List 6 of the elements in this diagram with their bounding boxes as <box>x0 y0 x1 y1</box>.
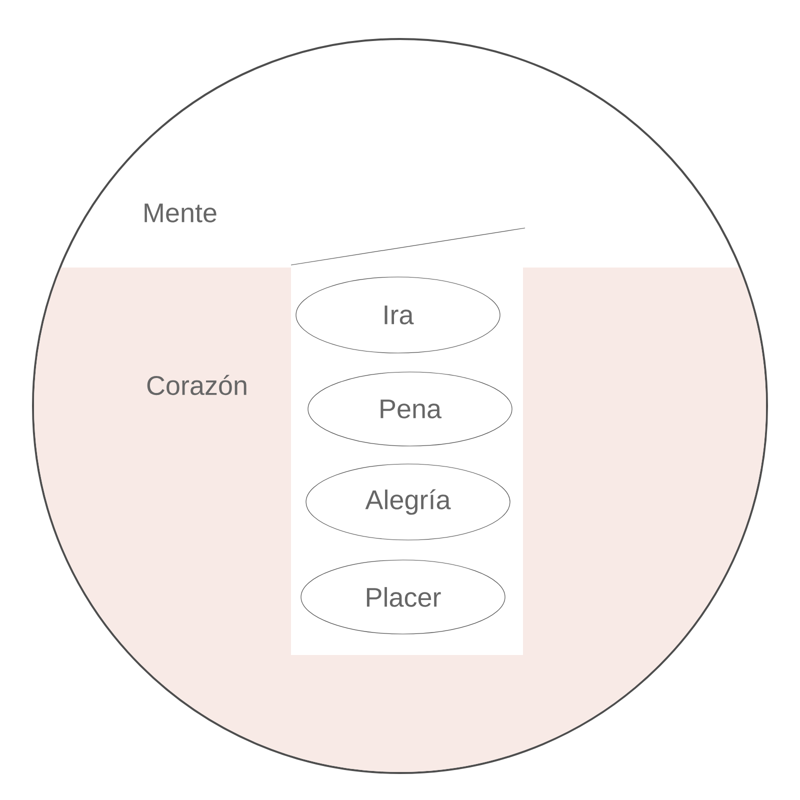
ellipse-node: Ira <box>296 276 500 354</box>
region-label: Corazón <box>147 374 246 396</box>
ellipse-node: Alegría <box>306 464 510 540</box>
ellipse-node: Pena <box>308 372 512 446</box>
region-label: Mente <box>144 204 216 222</box>
ellipse-node: Placer <box>300 560 506 634</box>
